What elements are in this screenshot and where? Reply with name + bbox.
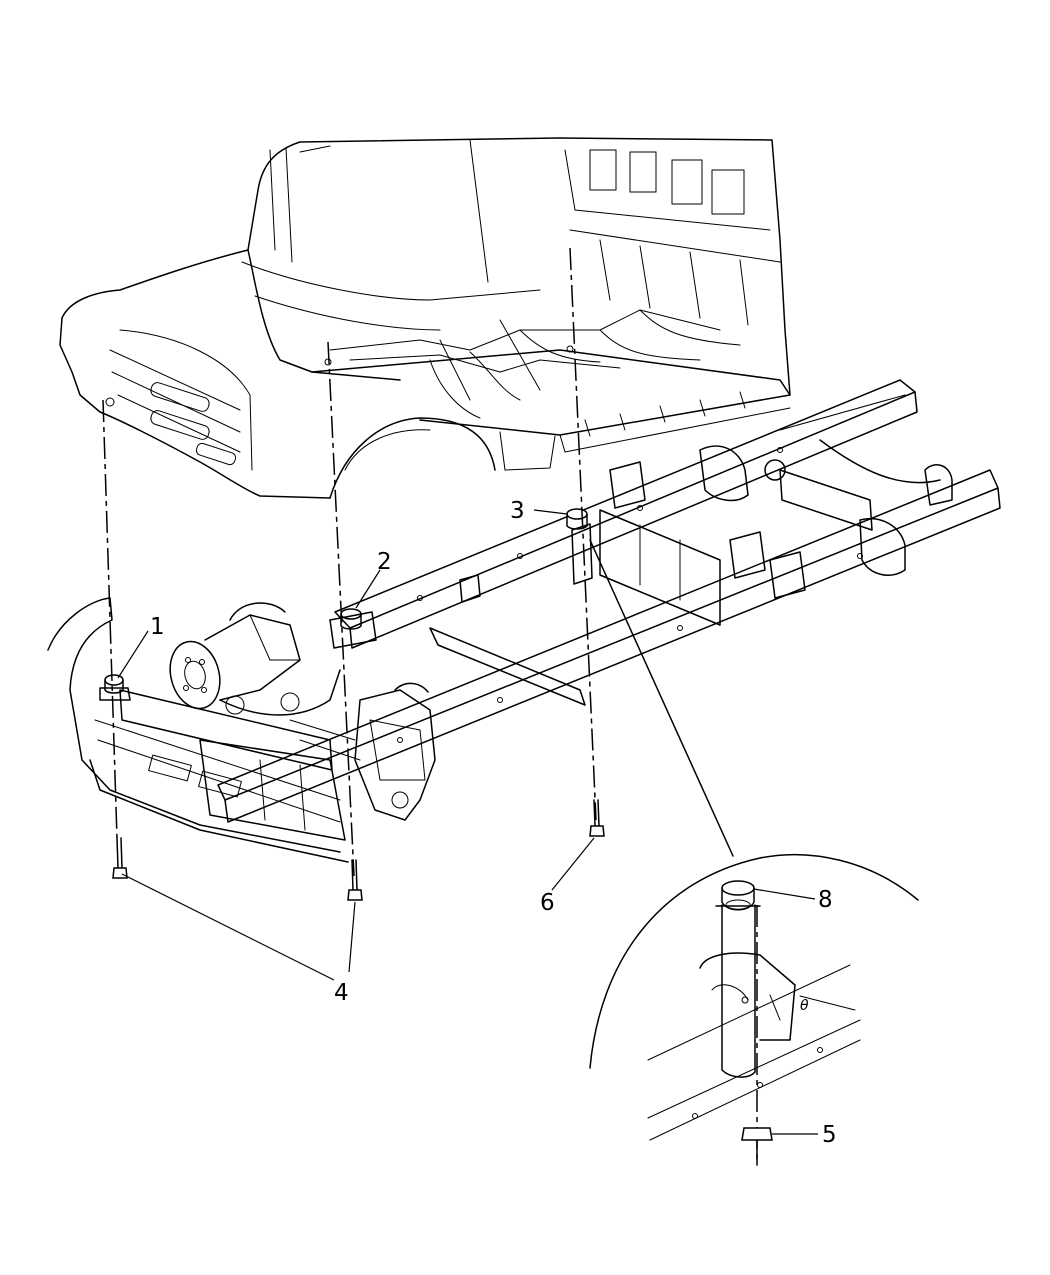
bolt-middle	[347, 859, 363, 901]
callout-3: 3	[510, 498, 525, 524]
callout-5: 5	[822, 1122, 837, 1148]
mount-isolator-rear	[566, 508, 593, 585]
callout-8: 8	[818, 887, 833, 913]
svg-text:θ: θ	[800, 998, 809, 1014]
callout-6: 6	[540, 890, 555, 916]
callout-2: 2	[377, 549, 392, 575]
detail-inset: θ	[589, 853, 919, 1166]
mount-centerlines	[102, 247, 597, 877]
detail-leader-line	[589, 539, 734, 857]
bolt-rear	[589, 799, 605, 837]
leader-lines	[117, 509, 818, 1135]
callout-1: 1	[150, 614, 165, 640]
truck-body	[59, 137, 791, 499]
mount-isolator-front	[99, 674, 131, 701]
callout-4: 4	[334, 980, 349, 1006]
chassis-frame	[217, 379, 1001, 823]
mount-isolator-middle	[329, 608, 377, 649]
bolt-front	[112, 837, 128, 879]
front-suspension	[47, 597, 436, 863]
